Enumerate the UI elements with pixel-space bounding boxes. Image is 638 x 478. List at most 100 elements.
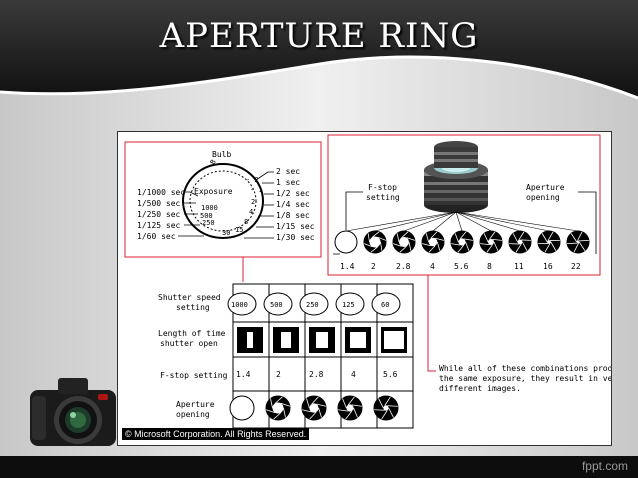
svg-text:4: 4 bbox=[249, 208, 253, 216]
aperture-diagram: B - 2 - 1 2 4 8 15 30 1000 500 250 Bulb … bbox=[117, 131, 612, 446]
aperture-caption: Aperture bbox=[526, 183, 565, 192]
shutter-value: 125 bbox=[342, 301, 355, 309]
exposure-label: Exposure bbox=[194, 187, 233, 196]
fstop-value: 2 bbox=[371, 262, 376, 271]
fstop-value: 22 bbox=[571, 262, 581, 271]
fan-line bbox=[455, 211, 463, 232]
bulb-label: Bulb bbox=[212, 150, 231, 159]
row-label-length: Length of time bbox=[158, 329, 226, 338]
speed-label: 1/500 sec bbox=[137, 199, 181, 208]
fan-line bbox=[403, 211, 457, 232]
fstop-value: 8 bbox=[487, 262, 492, 271]
aperture-icon bbox=[392, 230, 416, 254]
aperture-row bbox=[334, 230, 590, 254]
copyright-notice: © Microsoft Corporation. All Rights Rese… bbox=[122, 428, 310, 440]
aperture-icon bbox=[479, 230, 503, 254]
svg-text:250: 250 bbox=[202, 219, 215, 227]
slow-speed-labels: 2 sec 1 sec 1/2 sec 1/4 sec 1/8 sec 1/15… bbox=[276, 167, 315, 242]
note-line: the same exposure, they result in very bbox=[439, 374, 611, 383]
speed-label: 2 sec bbox=[276, 167, 300, 176]
aperture-icon bbox=[508, 230, 532, 254]
table-fstop-value: 2 bbox=[276, 370, 281, 379]
row-label-aperture: opening bbox=[176, 410, 210, 419]
row-label-fstop: F-stop setting bbox=[160, 371, 228, 380]
header-wave bbox=[0, 0, 638, 100]
fan-line bbox=[455, 211, 550, 232]
fstop-value: 5.6 bbox=[454, 262, 469, 271]
svg-text:15: 15 bbox=[235, 226, 243, 234]
svg-text:- 2: - 2 bbox=[246, 176, 259, 184]
shutter-dial: B - 2 - 1 2 4 8 15 30 1000 500 250 bbox=[182, 158, 264, 239]
shutter-value: 500 bbox=[270, 301, 283, 309]
dial-frame bbox=[124, 141, 322, 258]
aperture-icon bbox=[229, 395, 255, 421]
aperture-icon bbox=[334, 230, 358, 254]
slide-title: APERTURE RING bbox=[159, 16, 479, 56]
svg-text:500: 500 bbox=[200, 212, 213, 220]
shutter-value: 250 bbox=[306, 301, 319, 309]
fan-line bbox=[455, 211, 579, 232]
fan-line bbox=[455, 211, 521, 232]
fstop-value: 16 bbox=[543, 262, 553, 271]
svg-text:B: B bbox=[209, 158, 218, 166]
speed-label: 1/2 sec bbox=[276, 189, 310, 198]
lens-fan-lines bbox=[345, 211, 579, 232]
shutter-value: 1000 bbox=[231, 301, 248, 309]
aperture-icon bbox=[421, 230, 445, 254]
aperture-icon bbox=[265, 395, 291, 421]
table-fstop-value: 1.4 bbox=[236, 370, 251, 379]
speed-label: 1 sec bbox=[276, 178, 300, 187]
slide-header: APERTURE RING bbox=[0, 0, 638, 110]
row-label-shutter: setting bbox=[176, 303, 210, 312]
fan-line bbox=[455, 211, 492, 232]
shutter-dials: 1000 500 250 125 60 bbox=[227, 292, 401, 316]
table-aperture-icons bbox=[229, 395, 399, 421]
aperture-icon bbox=[363, 230, 387, 254]
fstop-value: 2.8 bbox=[396, 262, 411, 271]
aperture-icon bbox=[373, 395, 399, 421]
fstop-caption: setting bbox=[366, 193, 400, 202]
row-label-shutter: Shutter speed bbox=[158, 293, 221, 302]
svg-text:30: 30 bbox=[222, 229, 230, 237]
row-label-length: shutter open bbox=[160, 339, 218, 348]
speed-label: 1/30 sec bbox=[276, 233, 315, 242]
speed-label: 1/15 sec bbox=[276, 222, 315, 231]
svg-text:8: 8 bbox=[244, 218, 248, 226]
note-line: different images. bbox=[439, 384, 521, 393]
fstop-caption: F-stop bbox=[368, 183, 397, 192]
shutter-open-blocks bbox=[237, 327, 407, 353]
row-label-aperture: Aperture bbox=[176, 400, 215, 409]
lens-illustration bbox=[424, 141, 488, 213]
aperture-icon bbox=[337, 395, 363, 421]
fast-speed-labels: 1/1000 sec 1/500 sec 1/250 sec 1/125 sec… bbox=[137, 188, 185, 241]
fan-line bbox=[432, 211, 457, 232]
camera-icon bbox=[30, 378, 116, 446]
fan-line bbox=[374, 211, 457, 232]
aperture-icon bbox=[537, 230, 561, 254]
speed-label: 1/60 sec bbox=[137, 232, 176, 241]
table-fstop-value: 5.6 bbox=[383, 370, 398, 379]
aperture-icon bbox=[301, 395, 327, 421]
table-fstop-value: 2.8 bbox=[309, 370, 324, 379]
brand-label: fppt.com bbox=[581, 459, 628, 473]
speed-label: 1/1000 sec bbox=[137, 188, 185, 197]
fstop-value: 4 bbox=[430, 262, 435, 271]
aperture-icon bbox=[566, 230, 590, 254]
aperture-caption: opening bbox=[526, 193, 560, 202]
table-fstop-value: 4 bbox=[351, 370, 356, 379]
fan-line bbox=[345, 211, 457, 232]
shutter-value: 60 bbox=[381, 301, 389, 309]
slide-footer: fppt.com bbox=[0, 456, 638, 478]
svg-text:2: 2 bbox=[251, 198, 255, 206]
note-line: While all of these combinations produce bbox=[439, 364, 611, 373]
svg-text:1000: 1000 bbox=[201, 204, 218, 212]
lens-frame bbox=[327, 134, 601, 276]
fstop-values: 1.4 2 2.8 4 5.6 8 11 16 22 bbox=[340, 262, 581, 271]
speed-label: 1/250 sec bbox=[137, 210, 181, 219]
fstop-value: 11 bbox=[514, 262, 524, 271]
speed-label: 1/8 sec bbox=[276, 211, 310, 220]
table-fstop-values: 1.4 2 2.8 4 5.6 bbox=[236, 370, 398, 379]
speed-label: 1/125 sec bbox=[137, 221, 181, 230]
note-text: While all of these combinations produce … bbox=[439, 364, 611, 393]
speed-label: 1/4 sec bbox=[276, 200, 310, 209]
